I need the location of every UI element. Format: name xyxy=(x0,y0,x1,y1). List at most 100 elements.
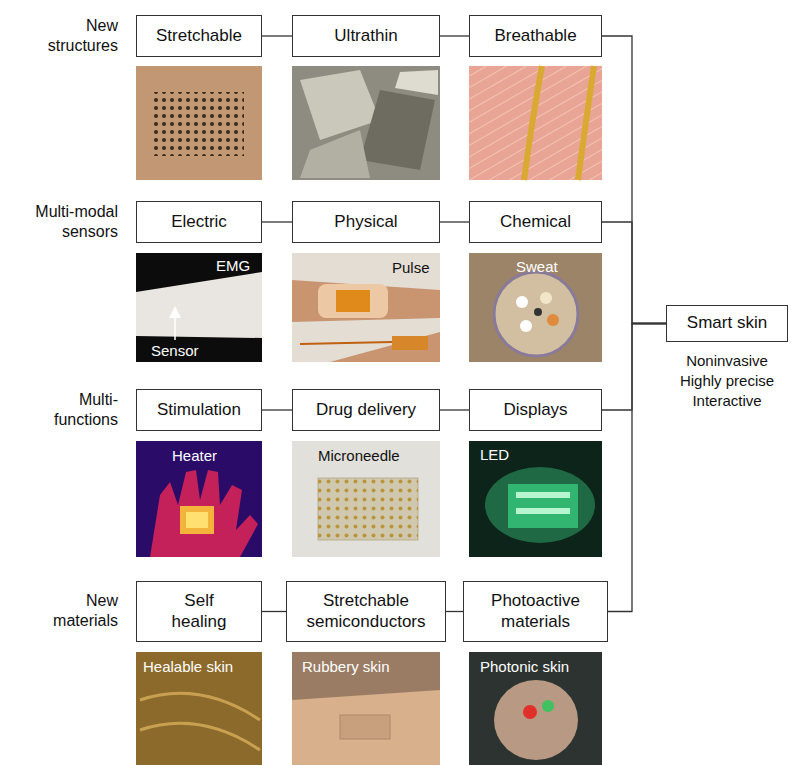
row-heading: New materials xyxy=(18,591,118,631)
photo-label: Rubbery skin xyxy=(302,658,390,677)
rubbery-photo xyxy=(292,652,440,765)
led-row xyxy=(516,492,570,498)
box-label: Stimulation xyxy=(157,400,241,420)
box-label: Stretchable xyxy=(156,26,242,46)
connector-line xyxy=(262,35,292,36)
photo-label: Photonic skin xyxy=(480,658,569,677)
photo-label: LED xyxy=(480,446,509,465)
microneedle-patch xyxy=(318,478,418,540)
arm xyxy=(292,690,440,765)
heater-patch xyxy=(180,506,214,534)
bandage xyxy=(318,284,388,318)
connector-line xyxy=(440,35,469,36)
photo-label: Sweat xyxy=(516,258,558,277)
led-glow xyxy=(485,467,595,543)
thermal-hand xyxy=(150,470,258,557)
property-text: Noninvasive xyxy=(657,352,791,371)
sensor-pointer xyxy=(174,312,176,340)
heater-photo xyxy=(136,441,262,557)
foil-fold xyxy=(300,70,380,140)
photonic-photo xyxy=(469,652,602,765)
connector-line xyxy=(602,324,666,411)
healable-photo xyxy=(136,652,262,765)
pulse-photo xyxy=(292,253,440,362)
category-box: Drug delivery xyxy=(292,389,440,431)
gold-strip xyxy=(524,66,542,180)
photo-label: Heater xyxy=(172,447,217,466)
row-heading: Multi-functions xyxy=(18,390,118,430)
box-label: Ultrathin xyxy=(334,26,397,46)
rubbery-patch xyxy=(340,715,390,739)
sweat-sensor xyxy=(540,292,552,304)
box-label: Drug delivery xyxy=(316,400,416,420)
forearm xyxy=(136,272,262,338)
skin-texture xyxy=(469,66,602,180)
photonic-emitter xyxy=(523,705,537,719)
box-label: Physical xyxy=(334,212,397,232)
connector-line xyxy=(608,324,666,612)
sweat-patch xyxy=(494,272,578,356)
box-label: Photoactive materials xyxy=(464,591,607,632)
sweat-sensor xyxy=(516,296,528,308)
connector-line xyxy=(262,221,292,222)
gold-strip xyxy=(578,66,594,180)
wrist-sensor xyxy=(392,336,428,350)
pulse-device xyxy=(336,290,370,312)
box-label: Self healing xyxy=(166,591,232,632)
foil-fold xyxy=(360,90,435,170)
category-box: Breathable xyxy=(469,15,602,57)
sweat-sensor xyxy=(534,308,542,316)
connector-line xyxy=(446,611,463,612)
connector-line xyxy=(602,36,666,324)
stretchable-photo xyxy=(136,66,262,180)
photonic-emitter xyxy=(542,700,554,712)
ultrathin-photo xyxy=(292,66,440,180)
property-text: Interactive xyxy=(657,392,791,411)
category-box: Photoactive materials xyxy=(463,581,608,642)
heater-core xyxy=(186,512,208,528)
property-text: Highly precise xyxy=(657,372,791,391)
row-heading: Multi-modal sensors xyxy=(18,202,118,242)
microneedle-photo xyxy=(292,441,440,557)
connector-line xyxy=(440,409,469,410)
box-label: Displays xyxy=(503,400,567,420)
led-matrix xyxy=(508,484,578,528)
sweat-photo xyxy=(469,253,602,362)
connector-line xyxy=(262,611,286,612)
led-photo xyxy=(469,441,602,557)
target-box: Smart skin xyxy=(666,305,788,342)
photo-label: Microneedle xyxy=(318,447,400,466)
category-box: Stretchable semiconductors xyxy=(286,581,446,642)
emg-photo xyxy=(136,253,262,362)
category-box: Self healing xyxy=(136,581,262,642)
foil-fold xyxy=(395,70,438,95)
connector-line xyxy=(602,222,666,324)
arm xyxy=(292,280,440,322)
category-box: Chemical xyxy=(469,201,602,243)
photo-label: Sensor xyxy=(151,342,199,361)
sensor-wire xyxy=(300,342,392,344)
healable-trace xyxy=(140,693,260,750)
electrode-grid xyxy=(150,92,244,156)
photo-label: EMG xyxy=(216,257,250,276)
category-box: Displays xyxy=(469,389,602,431)
category-box: Stimulation xyxy=(136,389,262,431)
box-label: Breathable xyxy=(494,26,576,46)
connector-line xyxy=(262,409,292,410)
finger xyxy=(494,680,578,760)
sweat-sensor xyxy=(547,314,559,326)
box-label: Smart skin xyxy=(687,313,767,333)
box-label: Chemical xyxy=(500,212,571,232)
category-box: Electric xyxy=(136,201,262,243)
row-heading: New structures xyxy=(18,16,118,56)
category-box: Physical xyxy=(292,201,440,243)
box-label: Stretchable semiconductors xyxy=(287,591,445,632)
photo-label: Pulse xyxy=(392,259,430,278)
connector-line xyxy=(440,221,469,222)
needle-array xyxy=(318,478,418,540)
breathable-photo xyxy=(469,66,602,180)
photo-label: Healable skin xyxy=(143,658,233,677)
led-row xyxy=(516,508,570,514)
